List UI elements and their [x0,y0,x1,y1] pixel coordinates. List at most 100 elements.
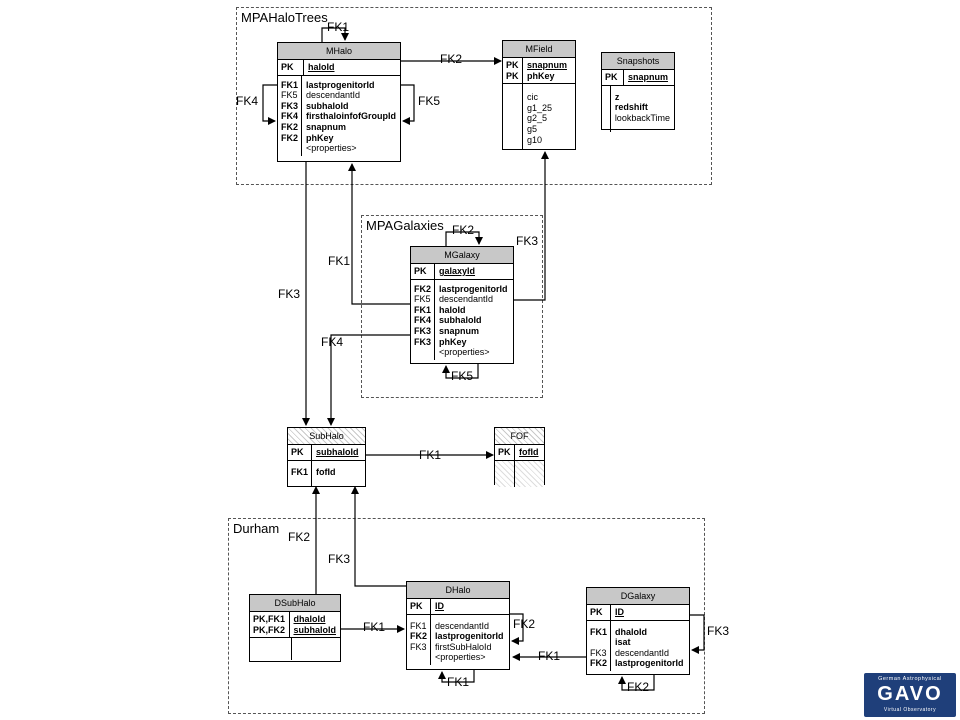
edge-mhalo-self-left [262,84,277,125]
entity-title: FOF [495,428,544,445]
column-name: isat [615,637,631,648]
key-label: FK2 [410,631,428,642]
fk-label-mgalaxy-subhalo: FK4 [321,335,344,349]
pk-column: fofId [519,447,539,457]
column-name: descendantId [615,647,670,658]
pk-key: PK [291,447,304,457]
edge-mgalaxy-subhalo [327,334,410,426]
entity-title: MHalo [278,43,400,60]
key-label: FK5 [414,294,431,305]
entity-dsubhalo[interactable]: DSubHalo PK,FK1 PK,FK2 dhaloId subhaloId [249,594,341,662]
key-label: FK3 [410,641,427,652]
key-label: FK2 [414,283,432,294]
fk-label-mhalo-self-left: FK4 [236,94,259,108]
entity-mfield[interactable]: MField PK PK snapnum phKey cic g1_25 g2_… [502,40,576,151]
entity-mgalaxy[interactable]: MGalaxy PK galaxyId FK2 FK5 FK1 FK4 FK3 … [410,246,514,364]
edge-mgalaxy-self-top [445,231,483,246]
logo-line-2: GAVO [877,683,943,705]
cluster-mpagalaxies: MPAGalaxies [361,215,543,398]
entity-dhalo[interactable]: DHalo PK ID FK1 FK2 FK3 descendantId las… [406,581,510,670]
pk-key: PK [414,266,427,276]
logo-line-1: German Astrophysical [878,676,942,682]
key-label [414,347,431,358]
edge-dhalo-subhalo [351,486,406,587]
edge-mgalaxy-mhalo [348,163,410,305]
pk-key: PK [605,72,618,82]
column-name: <properties> [306,143,357,154]
fk-label-mgalaxy-self-top: FK2 [452,223,475,237]
column-name: z [614,91,620,102]
fk-label-mgalaxy-mhalo: FK1 [328,254,351,268]
column-name: g5 [527,123,538,134]
fk-label-mhalo-subhalo: FK3 [278,287,301,301]
column-name: lastprogenitorId [306,79,375,90]
key-label: FK1 [291,466,309,477]
pk-column: snapnum [527,60,568,70]
key-label: FK4 [414,315,432,326]
key-label: FK1 [281,79,299,90]
column-name: redshift [614,102,648,113]
key-label: FK2 [281,121,299,132]
fk-label-dhalo-subhalo: FK3 [328,552,351,566]
key-label: FK2 [281,132,299,143]
key-label: FK1 [414,304,432,315]
edge-dhalo-self-right [510,613,524,645]
fk-label-mgalaxy-mfield: FK3 [516,234,539,248]
fk-label-dhalo-self-bottom: FK1 [447,675,470,689]
cluster-label-durham: Durham [233,521,280,536]
pk-key: PK [506,70,519,81]
entity-title: MGalaxy [411,247,513,264]
pk-column: galaxyId [439,266,476,276]
entity-title: DSubHalo [250,595,340,612]
cluster-label-mpagalaxies: MPAGalaxies [366,218,444,233]
fk-label-mhalo-self-top: FK1 [327,20,350,34]
pk-column: dhaloId [293,614,326,624]
column-name: descendantId [306,90,361,101]
column-name: g1_25 [527,102,553,113]
column-name: subhaloId [306,100,349,111]
pk-column: haloId [308,62,335,72]
column-name: subhaloId [439,315,482,326]
pk-key: PK [498,447,511,457]
edge-mhalo-self-top [321,27,349,42]
key-label: FK1 [590,626,608,637]
entity-fof[interactable]: FOF PK fofId [494,427,545,487]
entity-title: Snapshots [602,53,674,70]
entity-subhalo[interactable]: SubHalo PK subhaloId FK1 fofId [287,427,366,487]
key-label: FK3 [590,647,607,658]
key-label [281,143,298,154]
pk-key: PK [506,60,519,70]
entity-title: SubHalo [288,428,365,445]
column-name: <properties> [439,347,490,358]
column-name: lookbackTime [614,112,670,123]
pk-key: PK [410,601,423,611]
pk-column: subhaloId [316,447,359,457]
edge-dgalaxy-self-bottom [618,675,655,691]
column-name: descendantId [435,620,490,631]
entity-dgalaxy[interactable]: DGalaxy PK ID FK1 FK3 FK2 dhaloId isat d… [586,587,690,675]
pk-key: PK [281,62,294,72]
column-name: lastprogenitorId [435,631,504,642]
entity-snapshots[interactable]: Snapshots PK snapnum z redshift lookback… [601,52,675,132]
column-name: snapnum [306,121,347,132]
key-label: FK3 [281,100,299,111]
key-label: FK5 [281,90,298,101]
edge-mhalo-self-right [401,84,415,125]
pk-key: PK,FK2 [253,624,286,635]
fk-label-mhalo-mfield: FK2 [440,52,463,66]
key-label: FK3 [414,325,432,336]
column-name: cic [527,92,538,103]
column-name: lastprogenitorId [615,658,684,669]
entity-title: DGalaxy [587,588,689,605]
column-name: phKey [306,132,334,143]
entity-title: MField [503,41,575,58]
cluster-mpahalotrees: MPAHaloTrees [236,7,712,185]
column-name: phKey [439,336,467,347]
logo-line-3: Virtual Observatory [883,707,937,713]
fk-label-dgalaxy-self-bottom: FK2 [627,680,650,694]
key-label: FK2 [590,658,608,669]
edge-dhalo-self-bottom [438,670,475,683]
entity-mhalo[interactable]: MHalo PK haloId FK1 FK5 FK3 FK4 FK2 FK2 … [277,42,401,162]
fk-label-dsubhalo-subhalo: FK2 [288,530,311,544]
